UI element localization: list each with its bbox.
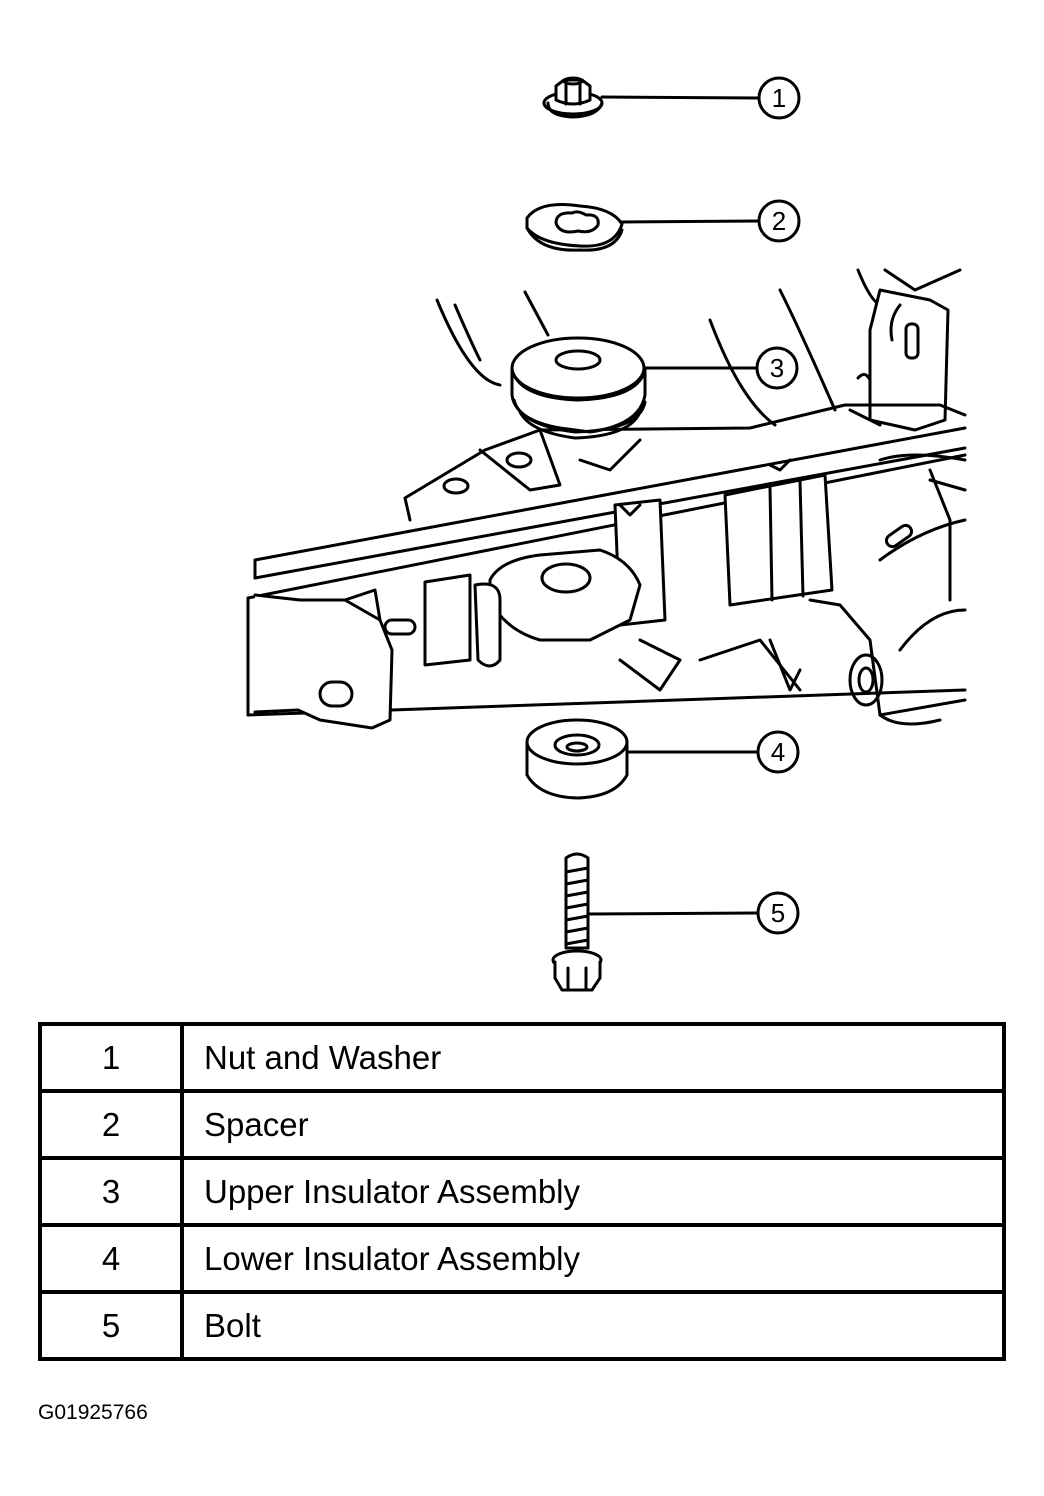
part-label-cell: Nut and Washer — [180, 1022, 1006, 1093]
part-number-cell: 4 — [38, 1223, 184, 1294]
figure-id: G01925766 — [38, 1401, 148, 1424]
part-number-cell: 2 — [38, 1089, 184, 1160]
exploded-view-illustration: 1 2 3 4 5 — [246, 76, 967, 992]
lower-insulator-drawing — [525, 718, 629, 800]
part-label-cell: Bolt — [180, 1290, 1006, 1361]
svg-text:4: 4 — [771, 737, 785, 767]
part-label-cell: Lower Insulator Assembly — [180, 1223, 1006, 1294]
svg-text:2: 2 — [772, 206, 786, 236]
table-row: 5 Bolt — [38, 1290, 1006, 1361]
table-row: 1 Nut and Washer — [38, 1022, 1006, 1093]
part-label-cell: Upper Insulator Assembly — [180, 1156, 1006, 1227]
upper-insulator-drawing — [510, 336, 647, 440]
nut-and-washer-drawing — [542, 76, 604, 119]
svg-text:5: 5 — [771, 898, 785, 928]
svg-text:3: 3 — [770, 353, 784, 383]
table-row: 3 Upper Insulator Assembly — [38, 1156, 1006, 1227]
part-number-cell: 1 — [38, 1022, 184, 1093]
part-number-cell: 3 — [38, 1156, 184, 1227]
part-label-cell: Spacer — [180, 1089, 1006, 1160]
callout-5: 5 — [586, 891, 800, 935]
frame-rail-drawing — [246, 268, 967, 730]
callout-2: 2 — [620, 199, 801, 243]
spacer-drawing — [525, 203, 624, 252]
parts-legend-table: 1 Nut and Washer 2 Spacer 3 Upper Insula… — [38, 1022, 1006, 1361]
callout-4: 4 — [625, 730, 800, 774]
table-row: 4 Lower Insulator Assembly — [38, 1223, 1006, 1294]
bolt-drawing — [551, 852, 603, 992]
table-row: 2 Spacer — [38, 1089, 1006, 1160]
callout-1: 1 — [600, 76, 801, 120]
svg-text:1: 1 — [772, 83, 786, 113]
callout-3: 3 — [643, 346, 799, 390]
part-number-cell: 5 — [38, 1290, 184, 1361]
